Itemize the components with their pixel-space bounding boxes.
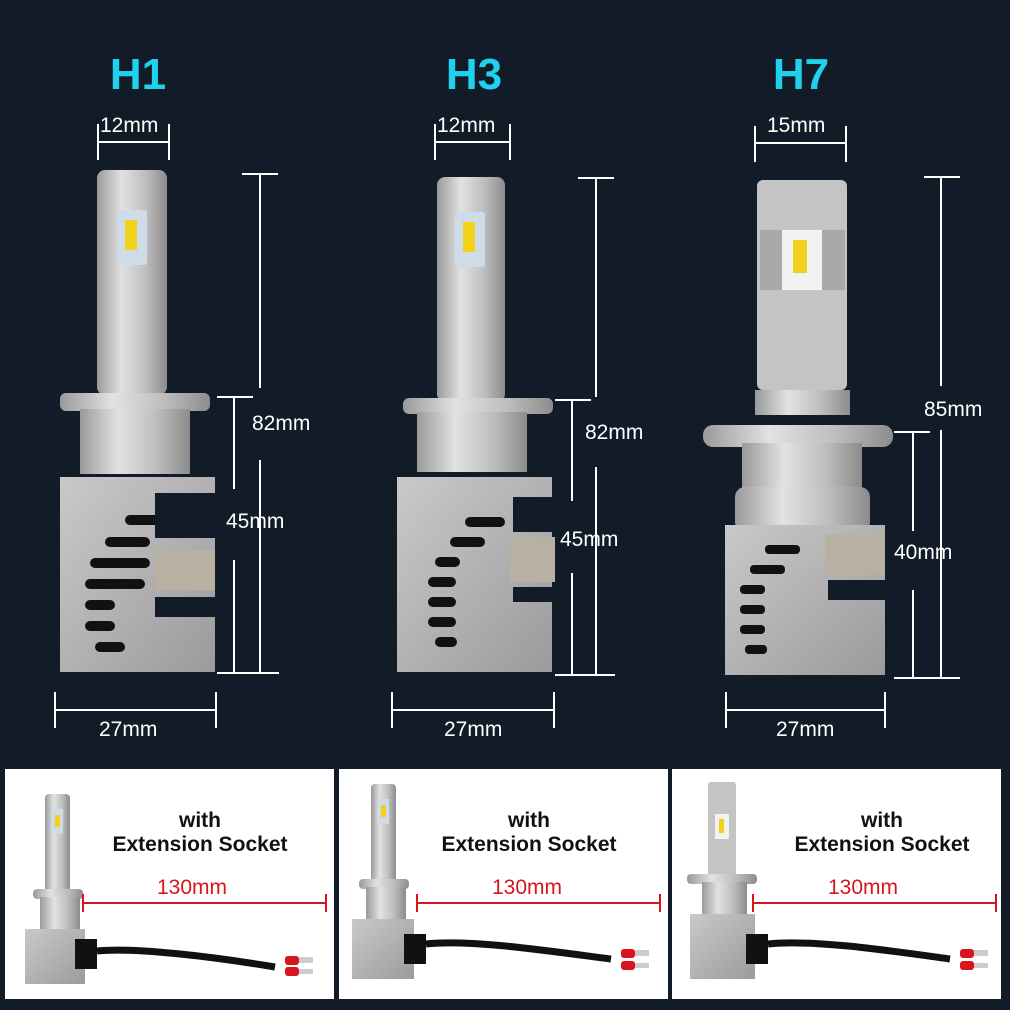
bulb-title-h3: H3 <box>445 50 503 99</box>
h7-length-line-lower <box>940 430 942 678</box>
panel-h1-cable-dimension-line <box>82 902 326 904</box>
h3-base-width-line <box>392 709 554 711</box>
h7-length-top-cap <box>924 176 960 178</box>
h1-base-width-tick-right <box>215 692 217 728</box>
panel-h3-line2: Extension Socket <box>441 833 617 856</box>
h7-base-line-upper <box>912 431 914 531</box>
h7-length-line-upper <box>940 176 942 386</box>
h1-length-line-upper <box>259 173 261 388</box>
panel-h3-cable-length: 130mm <box>492 876 563 899</box>
h3-base-width-tick-left <box>391 692 393 728</box>
h3-bulb-image <box>397 177 558 672</box>
panel-h7-dim-tick-left <box>752 894 754 912</box>
h3-length-line-lower <box>595 467 597 675</box>
h7-base-width-line <box>726 709 885 711</box>
panel-h1-line2: Extension Socket <box>112 833 288 856</box>
panel-h3-text: with Extension Socket <box>414 809 644 857</box>
h1-bottom-cap <box>217 672 279 674</box>
h3-length-line-upper <box>595 177 597 397</box>
bulb-title-h1: H1 <box>109 50 167 99</box>
bulb-title-h7: H7 <box>772 50 830 99</box>
h1-length-line-lower <box>259 460 261 672</box>
h3-top-width-line <box>435 141 510 143</box>
h1-top-width-label: 12mm <box>100 114 159 137</box>
h3-top-width-label: 12mm <box>437 114 496 137</box>
h3-base-width-label: 27mm <box>444 718 503 741</box>
h7-base-height-label: 40mm <box>894 541 953 564</box>
h3-extension-socket-image <box>352 784 649 979</box>
panel-h1-dim-tick-left <box>82 894 84 912</box>
h7-top-width-tick-left <box>754 126 756 162</box>
panel-h7-cable-dimension-line <box>752 902 996 904</box>
extension-socket-panel-h7: with Extension Socket 130mm <box>672 769 1001 999</box>
panel-h3-cable-dimension-line <box>416 902 660 904</box>
h3-total-length-label: 82mm <box>585 421 644 444</box>
extension-socket-panel-h3: with Extension Socket 130mm <box>339 769 668 999</box>
h1-total-length-label: 82mm <box>252 412 311 435</box>
h1-bulb-image <box>60 170 215 672</box>
h1-base-height-label: 45mm <box>226 510 285 533</box>
h7-top-width-label: 15mm <box>767 114 826 137</box>
panel-h7-cable-length: 130mm <box>828 876 899 899</box>
h7-base-width-label: 27mm <box>776 718 835 741</box>
h1-base-width-tick-left <box>54 692 56 728</box>
h7-extension-socket-image <box>687 782 988 979</box>
h3-base-line-upper <box>571 399 573 501</box>
h1-top-width-tick-right <box>168 124 170 160</box>
h7-top-width-tick-right <box>845 126 847 162</box>
panel-h7-line1: with <box>861 809 903 832</box>
panel-h1-dim-tick-right <box>325 894 327 912</box>
panel-h7-text: with Extension Socket <box>772 809 992 857</box>
h1-base-line-lower <box>233 560 235 672</box>
h1-base-width-line <box>55 709 217 711</box>
h7-total-length-label: 85mm <box>924 398 983 421</box>
panel-h7-dim-tick-right <box>995 894 997 912</box>
h3-base-line-lower <box>571 573 573 675</box>
panel-h3-dim-tick-right <box>659 894 661 912</box>
panel-h1-cable-length: 130mm <box>157 876 228 899</box>
h1-base-line-upper <box>233 396 235 489</box>
h1-base-top-cap <box>217 396 253 398</box>
h7-bulb-image <box>703 180 893 675</box>
h7-top-width-line <box>755 142 846 144</box>
h1-base-width-label: 27mm <box>99 718 158 741</box>
h1-top-width-tick-left <box>97 124 99 160</box>
panel-h7-line2: Extension Socket <box>794 833 970 856</box>
h3-base-width-tick-right <box>553 692 555 728</box>
h1-extension-socket-image <box>25 794 313 984</box>
h7-base-line-lower <box>912 590 914 678</box>
extension-socket-panel-h1: with Extension Socket 130mm <box>5 769 334 999</box>
h1-top-width-line <box>98 141 169 143</box>
panel-h1-line1: with <box>179 809 221 832</box>
h3-base-top-cap <box>555 399 591 401</box>
h7-base-width-tick-right <box>884 692 886 728</box>
panel-h3-dim-tick-left <box>416 894 418 912</box>
h7-bottom-cap <box>894 677 960 679</box>
panel-h1-text: with Extension Socket <box>85 809 315 857</box>
h7-base-width-tick-left <box>725 692 727 728</box>
h3-top-width-tick-left <box>434 124 436 160</box>
panel-h3-line1: with <box>508 809 550 832</box>
h3-top-width-tick-right <box>509 124 511 160</box>
h3-base-height-label: 45mm <box>560 528 619 551</box>
h3-bottom-cap <box>555 674 615 676</box>
